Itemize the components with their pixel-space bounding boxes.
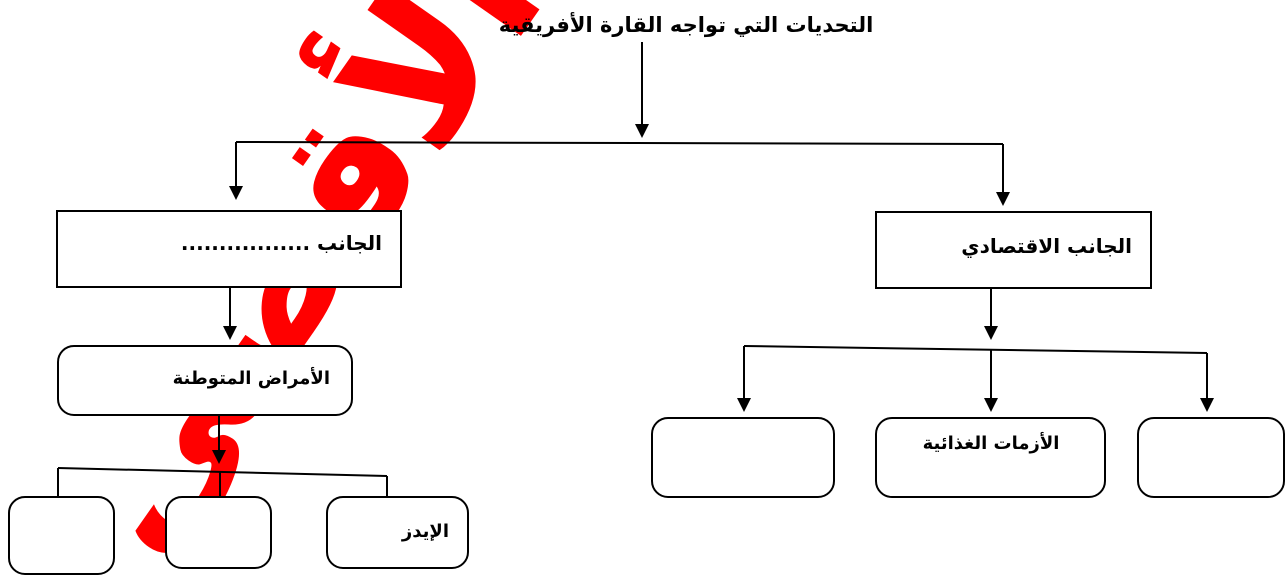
disease-child-box-left	[8, 496, 115, 575]
economic-child-box-right	[1137, 417, 1285, 498]
food-crises-box	[875, 417, 1106, 498]
economic-aspect-box	[875, 211, 1152, 289]
watermark: الأقصى	[8, 0, 584, 580]
economic-connector	[737, 288, 1214, 412]
disease-child-box-middle	[165, 496, 272, 569]
economic-aspect-label: الجانب الاقتصادي	[961, 234, 1132, 259]
aids-box	[326, 496, 469, 569]
food-crises-label: الأزمات الغذائية	[923, 432, 1060, 454]
diseases-connector	[57, 415, 388, 497]
endemic-diseases-label: الأمراض المتوطنة	[173, 367, 330, 389]
aids-label: الإيدز	[401, 521, 449, 542]
economic-child-box-left	[651, 417, 835, 498]
other-connector	[223, 287, 237, 340]
title-arrow	[635, 42, 649, 138]
diagram-title: التحديات التي تواجه القارة الأفريقية	[499, 11, 874, 37]
endemic-diseases-box	[57, 345, 353, 416]
main-connector	[229, 141, 1010, 206]
other-aspect-label: الجانب .................	[181, 231, 382, 255]
other-aspect-box	[56, 210, 402, 288]
